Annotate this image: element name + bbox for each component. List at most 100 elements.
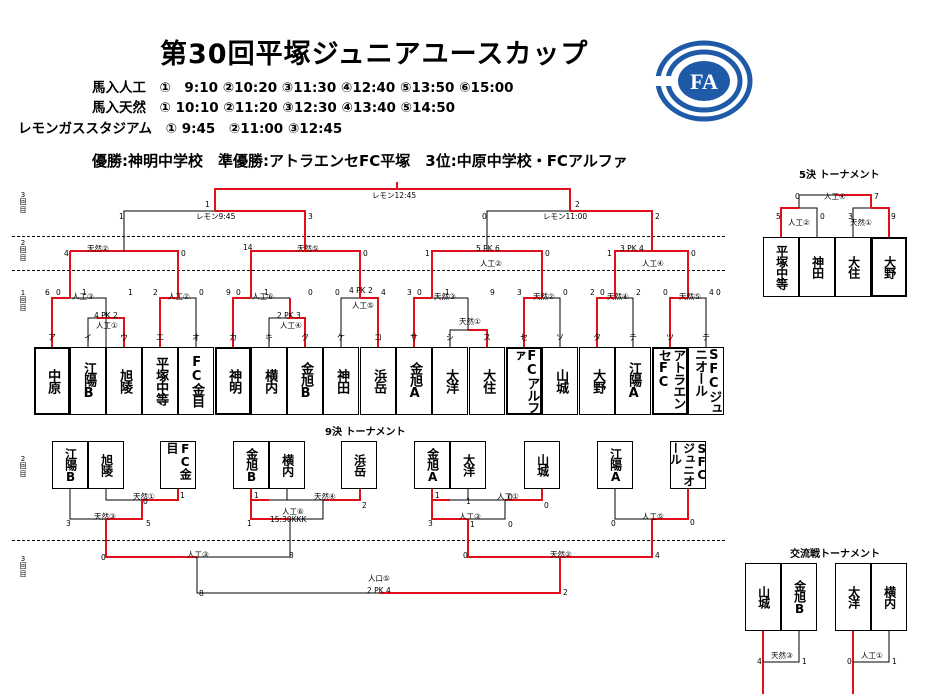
match-label: 人工③ [72,292,94,301]
match-label: 人工④ [280,321,302,330]
score: 0 [544,501,549,510]
score: 1 [254,491,259,500]
bracket-line [290,500,324,520]
team-code: セ [520,333,528,342]
bracket-line [123,210,215,251]
score: 1 [128,288,133,297]
bracket-line [215,210,306,251]
team-name: 山城 [535,454,550,476]
score: 0 [363,249,368,258]
team-name: 横内 [280,454,295,476]
bracket-line [799,207,818,237]
round-label: 2回目 [19,239,27,262]
team-box: 横内 [871,563,907,631]
team-name: 浜岳 [371,369,387,393]
team-name: 金旭A [407,362,423,400]
bracket-line [323,489,361,501]
team-name: 神田 [334,369,350,393]
score: 4 [655,551,660,560]
match-label: 3 PK 4 [620,244,644,253]
team-name: 横内 [262,369,278,393]
divider [12,270,725,271]
bracket-line [431,250,487,298]
bracket-line [178,297,197,347]
match-label: 天然② [533,292,555,301]
score: 3 [66,519,71,528]
team-name: SFCジュニオール [692,348,722,414]
team-name: 太洋 [846,586,861,608]
team-code: ア [48,333,56,342]
score: 0 [308,288,313,297]
match-label: 人工⑥ [252,292,274,301]
match-label: 天然⑤ [297,244,319,253]
team-box: 太洋 [835,563,871,631]
team-name: 横内 [882,586,897,608]
bracket-line [542,297,561,347]
bracket-line [380,557,561,594]
bracket-line [69,489,106,520]
team-box: 大野 [871,237,907,297]
bracket-line [232,297,251,347]
team-name: 金旭B [298,362,314,400]
score: 1 [205,200,210,209]
team-box: 浜岳 [360,347,396,415]
score: 2 [655,212,660,221]
score: 4 [64,249,69,258]
score: 0 [847,657,852,666]
team-box: 金旭A [414,441,450,489]
score: 1 [892,657,897,666]
bracket-line [505,489,543,501]
team-box: 旭陵 [106,347,142,415]
bracket-line [596,297,615,347]
team-code: サ [410,333,418,342]
score: 0 [508,520,513,529]
match-label: 天然④ [314,492,336,501]
team-name: 江陽B [63,447,78,483]
round-label: 2回目 [19,455,27,478]
round-label: 3回目 [19,555,27,578]
score: 2 [362,501,367,510]
team-name: 金旭A [425,447,440,483]
team-name: SFCジュニオール [668,442,709,486]
match-label: 人工① [96,321,118,330]
score: 9 [226,288,231,297]
match-label: 人工② [480,259,502,268]
five-tournament-heading: 5決 トーナメント [799,170,880,181]
bracket-line [106,500,143,520]
team-name: 太洋 [443,369,459,393]
team-box: 太洋 [432,347,468,415]
score: 3 [848,212,853,221]
score: 1 [607,249,612,258]
bracket-line [780,207,799,237]
bracket-line [652,250,689,298]
team-code: ソ [556,333,564,342]
score: 1 [445,288,450,297]
team-box: 神田 [799,237,835,297]
match-label: 天然③ [434,292,456,301]
bracket-line [124,250,179,298]
team-code: エ [156,333,164,342]
match-label: 人工④ [642,259,664,268]
bracket-line [51,297,70,347]
score: 1 [466,497,471,506]
team-box: アトラエンセFC [652,347,688,415]
bracket-line [449,329,468,347]
match-label: 2 PK 3 [277,311,301,320]
bracket-line [798,194,835,208]
bracket-line [70,297,107,347]
score: 2 [563,588,568,597]
team-name: 金旭B [244,447,259,483]
divider [12,540,725,541]
score: 0 [690,518,695,527]
score: 0 [795,192,800,201]
score: 0 [463,551,468,560]
team-code: ウ [120,333,128,342]
score: 1 [82,288,87,297]
score: 4 [757,657,762,666]
score: 4 [709,288,714,297]
schedule-times: ① 9:10 ②10:20 ③11:30 ④12:40 ⑤13:50 ⑥15:0… [159,80,514,96]
bracket-line [214,188,397,211]
match-label: 人工③ [459,512,481,521]
match-label: 天然③ [771,651,793,660]
team-code: タ [593,333,601,342]
